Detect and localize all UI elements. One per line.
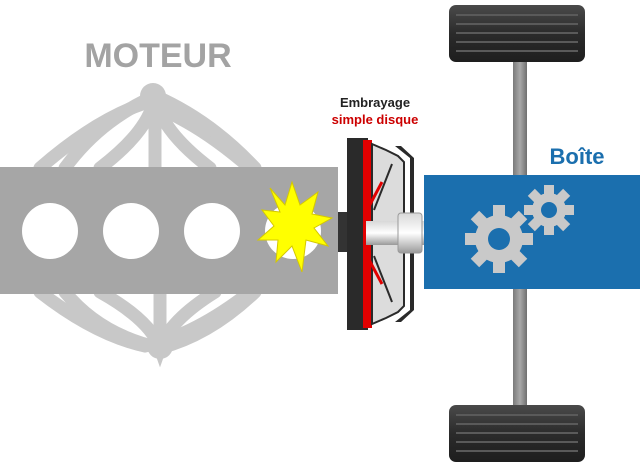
input-shaft-collar [397, 212, 423, 254]
engine-frame-top-node [140, 83, 166, 109]
clutch-diaphragm-bottom [373, 255, 393, 303]
clutch-label-line1: Embrayage [340, 95, 410, 110]
engine-cylinder-3 [184, 203, 240, 259]
clutch-disc-spring-top [364, 181, 384, 213]
bottom-tire [449, 405, 585, 462]
clutch-diaphragm-top [373, 163, 393, 211]
gearbox-label: Boîte [550, 144, 605, 169]
engine-label: MOTEUR [84, 37, 231, 75]
engine-cylinder-1 [22, 203, 78, 259]
combustion-spark [256, 180, 334, 273]
clutch-flywheel [347, 138, 368, 330]
gearbox-large-gear-icon [465, 205, 533, 273]
engine-frame-bottom-node [147, 333, 173, 359]
clutch-label-line2: simple disque [332, 112, 419, 127]
clutch-disc-spring-bottom [364, 253, 384, 285]
gearbox-small-gear-icon [524, 185, 574, 235]
top-tire [449, 5, 585, 62]
engine-cylinder-2 [103, 203, 159, 259]
